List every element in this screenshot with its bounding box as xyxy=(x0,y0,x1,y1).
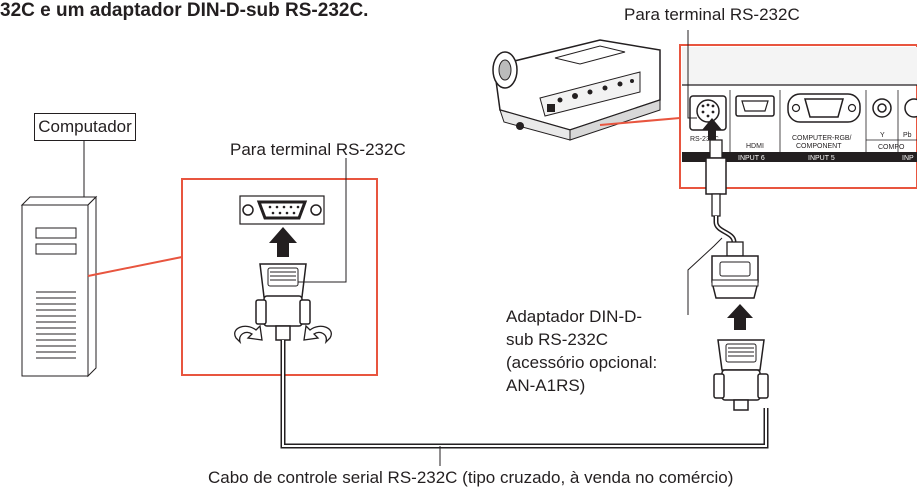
din-plug-icon xyxy=(705,139,737,243)
adapter-label-line-3: (acessório opcional: xyxy=(506,353,658,372)
callout-connector-right xyxy=(599,117,681,126)
panel-label-component: COMPONENT xyxy=(796,143,842,150)
projector-callout-box xyxy=(679,44,917,189)
computer-callout-box xyxy=(181,178,378,376)
computer-terminal-label: Para terminal RS-232C xyxy=(230,140,406,159)
computer-db9-port-icon xyxy=(239,195,325,225)
callout-connector-left xyxy=(87,256,183,277)
projector-terminal-label: Para terminal RS-232C xyxy=(624,5,800,24)
serial-cable xyxy=(280,340,769,449)
projector-icon xyxy=(492,39,661,141)
arrow-up-panel-icon xyxy=(702,118,722,140)
panel-label-pb: Pb xyxy=(903,132,912,139)
cable-plug-left-icon xyxy=(234,263,332,345)
din-dsub-adapter-icon xyxy=(711,241,759,299)
arrow-up-right-icon xyxy=(727,304,753,330)
projector-panel: RS-232C HDMI COMPUTER-RGB/ COMPONENT Y P… xyxy=(682,47,917,162)
panel-label-input6: INPUT 6 xyxy=(738,155,765,162)
computer-label: Computador xyxy=(34,113,136,141)
adapter-label: Adaptador DIN-D- sub RS-232C (acessório … xyxy=(506,305,706,397)
page-heading: 32C e um adaptador DIN-D-sub RS-232C. xyxy=(0,0,369,21)
computer-tower-icon xyxy=(20,140,98,378)
panel-label-hdmi: HDMI xyxy=(746,143,764,150)
arrow-up-left-icon xyxy=(269,227,297,257)
leader-left-terminal xyxy=(298,158,347,283)
panel-label-input5: INPUT 5 xyxy=(808,155,835,162)
leader-adapter xyxy=(687,237,723,315)
cable-label: Cabo de controle serial RS-232C (tipo cr… xyxy=(208,468,734,487)
panel-label-compo: COMPO xyxy=(878,144,905,151)
panel-label-computer-rgb: COMPUTER-RGB/ xyxy=(792,135,852,142)
cable-plug-right-icon xyxy=(713,339,769,411)
adapter-label-line-4: AN-A1RS) xyxy=(506,376,586,395)
panel-label-rs232c: RS-232C xyxy=(690,136,719,143)
panel-label-y: Y xyxy=(880,132,885,139)
leader-right-terminal xyxy=(687,30,697,119)
adapter-label-line-1: Adaptador DIN-D- xyxy=(506,307,643,326)
panel-label-input-partial: INP xyxy=(902,155,914,162)
adapter-label-line-2: sub RS-232C xyxy=(506,330,609,349)
